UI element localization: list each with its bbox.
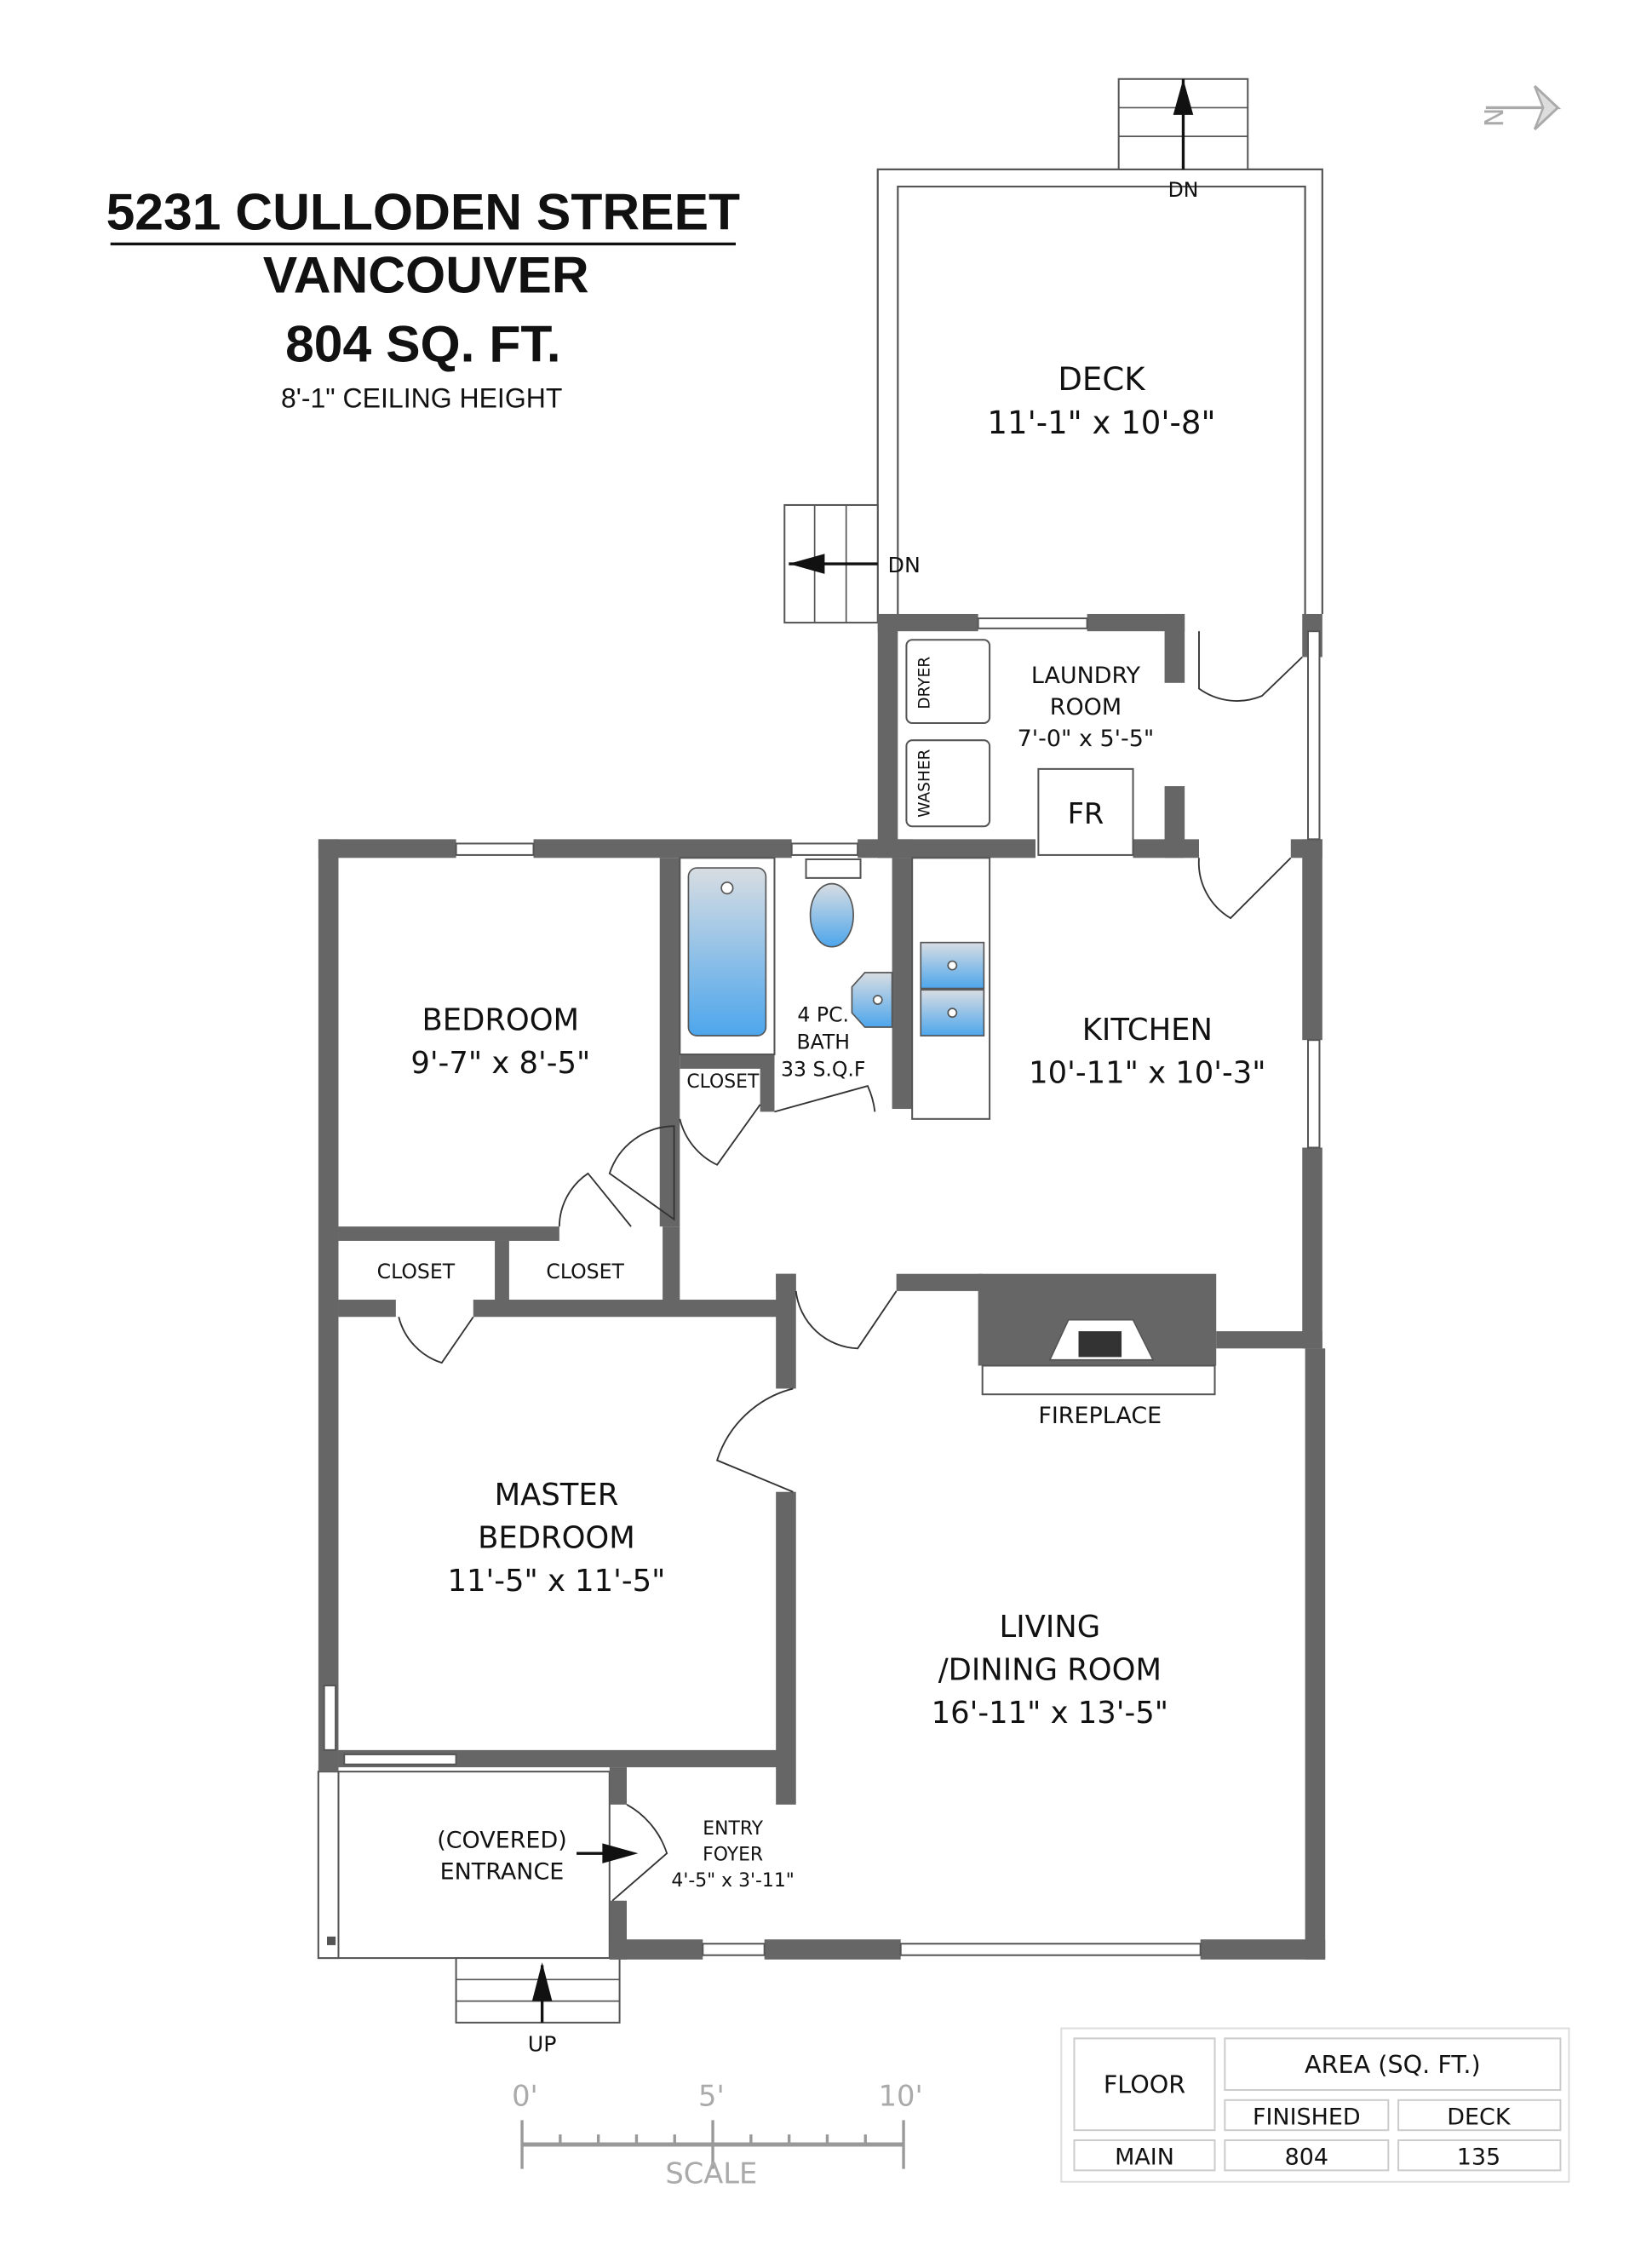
room-name: ENTRY bbox=[703, 1818, 763, 1840]
sink-icon bbox=[851, 972, 893, 1028]
stairs-label: DN bbox=[888, 553, 921, 577]
room-dimensions: 10'-11" x 10'-3" bbox=[1029, 1056, 1265, 1091]
doors bbox=[398, 631, 1303, 1902]
scale-label: SCALE bbox=[665, 2157, 757, 2190]
room-name: (COVERED) bbox=[437, 1827, 566, 1853]
kitchen-sink-icon bbox=[920, 941, 985, 990]
scale-tick-label: 0' bbox=[512, 2080, 538, 2113]
room-dimensions: 11'-1" x 10'-8" bbox=[987, 405, 1215, 441]
ceiling-height: 8'-1" CEILING HEIGHT bbox=[281, 382, 562, 413]
room-dimensions: 16'-11" x 13'-5" bbox=[932, 1696, 1168, 1731]
address-title: 5231 CULLODEN STREET bbox=[106, 183, 740, 241]
fixtures: DRYER WASHER FR bbox=[679, 639, 1216, 1396]
scale-tick-label: 10' bbox=[879, 2080, 923, 2113]
washer-icon bbox=[905, 739, 991, 828]
dryer-label: DRYER bbox=[915, 657, 933, 709]
fridge bbox=[1037, 767, 1134, 856]
city-title: VANCOUVER bbox=[263, 246, 589, 304]
stairs-label: DN bbox=[1168, 178, 1199, 202]
bathtub-icon bbox=[687, 867, 767, 1036]
area-table: FLOOR AREA (SQ. FT.) FINISHED DECK MAIN … bbox=[1060, 2027, 1570, 2183]
table-header: DECK bbox=[1447, 2104, 1512, 2130]
table-header: AREA (SQ. FT.) bbox=[1305, 2050, 1481, 2079]
scale-tick-label: 5' bbox=[698, 2080, 725, 2113]
title-block: 5231 CULLODEN STREET VANCOUVER 804 SQ. F… bbox=[106, 183, 740, 414]
north-arrow-icon: N bbox=[1477, 84, 1562, 130]
room-name: ROOM bbox=[1050, 694, 1122, 721]
room-name: /DINING ROOM bbox=[938, 1652, 1162, 1687]
table-cell: MAIN bbox=[1115, 2145, 1174, 2171]
north-letter: N bbox=[1477, 107, 1507, 127]
table-cell: 135 bbox=[1457, 2145, 1500, 2171]
toilet-icon bbox=[809, 882, 854, 948]
washer-label: WASHER bbox=[915, 749, 933, 817]
stairs-label: UP bbox=[528, 2032, 557, 2057]
fridge-label: FR bbox=[1068, 797, 1104, 830]
covered-entrance: UP bbox=[317, 1771, 621, 2057]
room-name: ENTRANCE bbox=[440, 1858, 565, 1885]
room-name: KITCHEN bbox=[1082, 1013, 1213, 1048]
room-name: LAUNDRY bbox=[1031, 663, 1141, 689]
room-dimensions: 4'-5" x 3'-11" bbox=[671, 1870, 794, 1892]
room-labels: LAUNDRY ROOM 7'-0" x 5'-5" BEDROOM 9'-7"… bbox=[377, 663, 1266, 1892]
room-name: BATH bbox=[796, 1030, 850, 1054]
closet-label: CLOSET bbox=[686, 1071, 760, 1093]
table-header: FLOOR bbox=[1104, 2070, 1185, 2099]
deck: DN DN DECK 11'-1" x 10'-8" bbox=[783, 78, 1323, 624]
table-header: FINISHED bbox=[1253, 2104, 1361, 2130]
room-name: LIVING bbox=[1000, 1610, 1101, 1645]
room-name: MASTER bbox=[495, 1478, 619, 1513]
closet-label: CLOSET bbox=[546, 1260, 624, 1283]
walls bbox=[318, 613, 1326, 1960]
table-cell: 804 bbox=[1285, 2145, 1328, 2171]
closet-label: CLOSET bbox=[377, 1260, 456, 1283]
room-name: 4 PC. bbox=[797, 1002, 849, 1026]
room-name: FOYER bbox=[703, 1845, 763, 1866]
room-dimensions: 33 S.Q.F bbox=[781, 1057, 866, 1081]
toilet-tank bbox=[805, 858, 862, 879]
room-dimensions: 7'-0" x 5'-5" bbox=[1018, 726, 1155, 752]
room-dimensions: 11'-5" x 11'-5" bbox=[448, 1564, 666, 1599]
area-title: 804 SQ. FT. bbox=[285, 315, 560, 373]
room-name: BEDROOM bbox=[478, 1520, 635, 1555]
room-dimensions: 9'-7" x 8'-5" bbox=[410, 1046, 590, 1081]
dryer-icon bbox=[905, 639, 991, 724]
room-name: DECK bbox=[1058, 361, 1146, 398]
scale-bar: 0' 5' 10' SCALE bbox=[512, 2080, 923, 2190]
room-name: BEDROOM bbox=[422, 1002, 580, 1037]
fireplace-label: FIREPLACE bbox=[1038, 1403, 1162, 1429]
